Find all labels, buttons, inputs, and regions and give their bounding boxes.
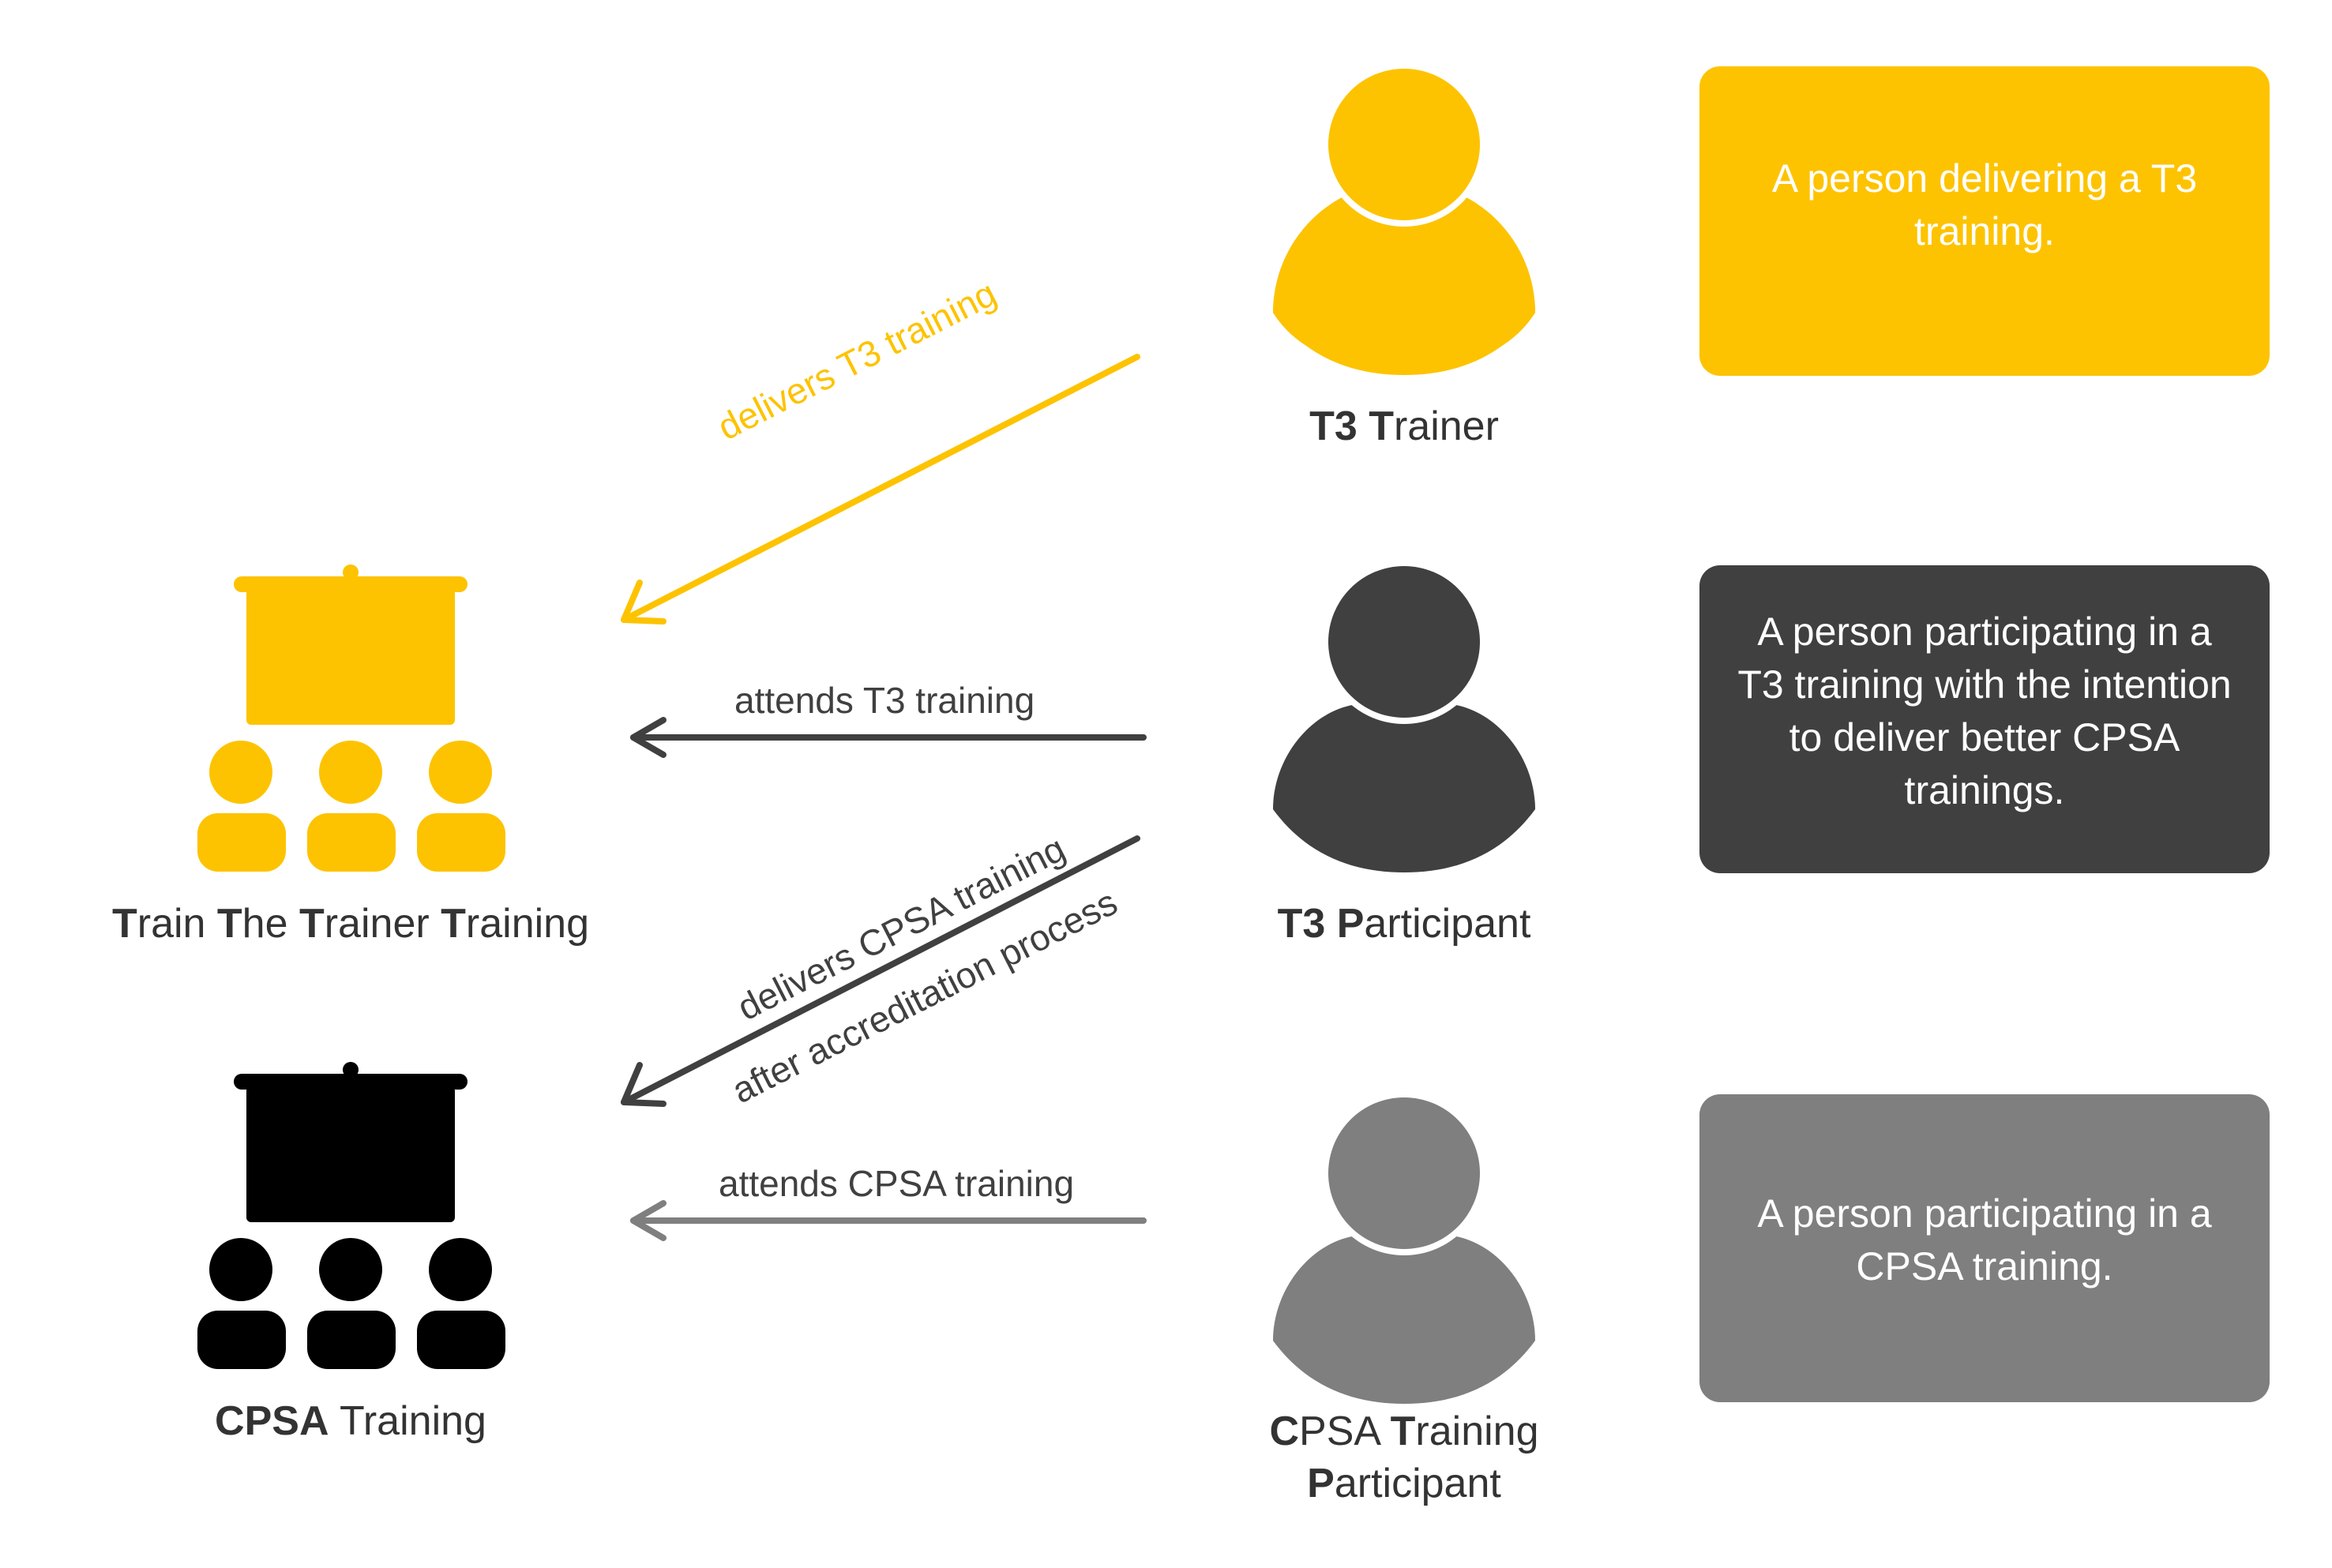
cpsa-training-label: CPSA Training [215,1398,486,1444]
cpsa-participant-description-box: A person participating in a CPSA trainin… [1699,1094,2270,1402]
arrow-label-attends-cpsa: attends CPSA training [719,1163,1075,1204]
participant-label: T3 Participant [1277,901,1531,947]
person-icon-participant [1273,560,1535,872]
arrow-label-attends-t3: attends T3 training [734,680,1035,721]
arrow-delivers-cpsa [621,835,1140,1107]
trainer-description: A person delivering a T3 training. [1771,156,2198,253]
label-part: Train [111,901,217,947]
cpsa-participant-label: CPSA Training Participant [1167,1405,1641,1510]
person-icon-cpsa-participant [1273,1091,1535,1404]
label-part: Trainer [299,901,441,947]
arrow-delivers-t3 [621,354,1140,625]
trainer-description-box: A person delivering a T3 training. [1699,66,2270,376]
person-icon-trainer [1273,62,1535,375]
cpsa-participant-label-line2: Participant [1307,1461,1501,1506]
arrow-attends-cpsa [630,1200,1147,1241]
t3-training-label: Train The Trainer Training [71,900,630,947]
participant-description: A person participating in a T3 training … [1737,610,2232,812]
cpsa-participant-description: A person participating in a CPSA trainin… [1757,1191,2212,1289]
trainer-label: T3 Trainer [1309,403,1499,449]
t3-training-icon [197,565,505,872]
label-part: The [216,901,299,947]
cpsa-training-icon [197,1062,505,1369]
cpsa-participant-label-line1: CPSA Training [1269,1409,1539,1454]
participant-description-box: A person participating in a T3 training … [1699,565,2270,873]
arrow-attends-t3 [630,717,1147,758]
label-part: Training [441,901,590,947]
